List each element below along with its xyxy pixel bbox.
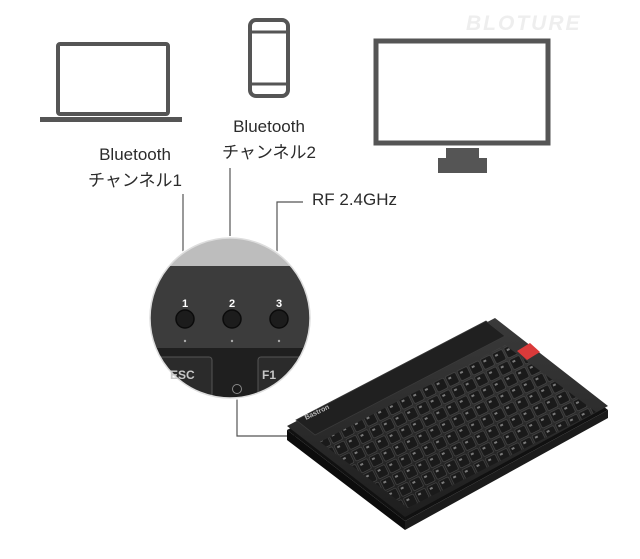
bluetooth-2-channel: チャンネル2 <box>222 143 316 162</box>
f1-keycap-label: F1 <box>262 368 276 382</box>
magnified-inset: 1 2 3 ESC F1 <box>148 236 312 400</box>
monitor-icon <box>373 38 551 173</box>
keyboard-illustration: Bastron <box>287 318 608 530</box>
watermark-logo: BLOTURE <box>466 12 582 35</box>
button-number-2: 2 <box>229 298 235 310</box>
laptop-icon <box>40 42 182 122</box>
bluetooth-1-channel: チャンネル1 <box>88 171 182 190</box>
bluetooth-1-name: Bluetooth <box>99 145 171 164</box>
smartphone-icon <box>248 18 290 98</box>
esc-keycap-label: ESC <box>170 368 195 382</box>
button-number-1: 1 <box>182 298 188 310</box>
bluetooth-2-name: Bluetooth <box>233 117 305 136</box>
button-number-3: 3 <box>276 298 282 310</box>
rf-label: RF 2.4GHz <box>312 190 398 209</box>
